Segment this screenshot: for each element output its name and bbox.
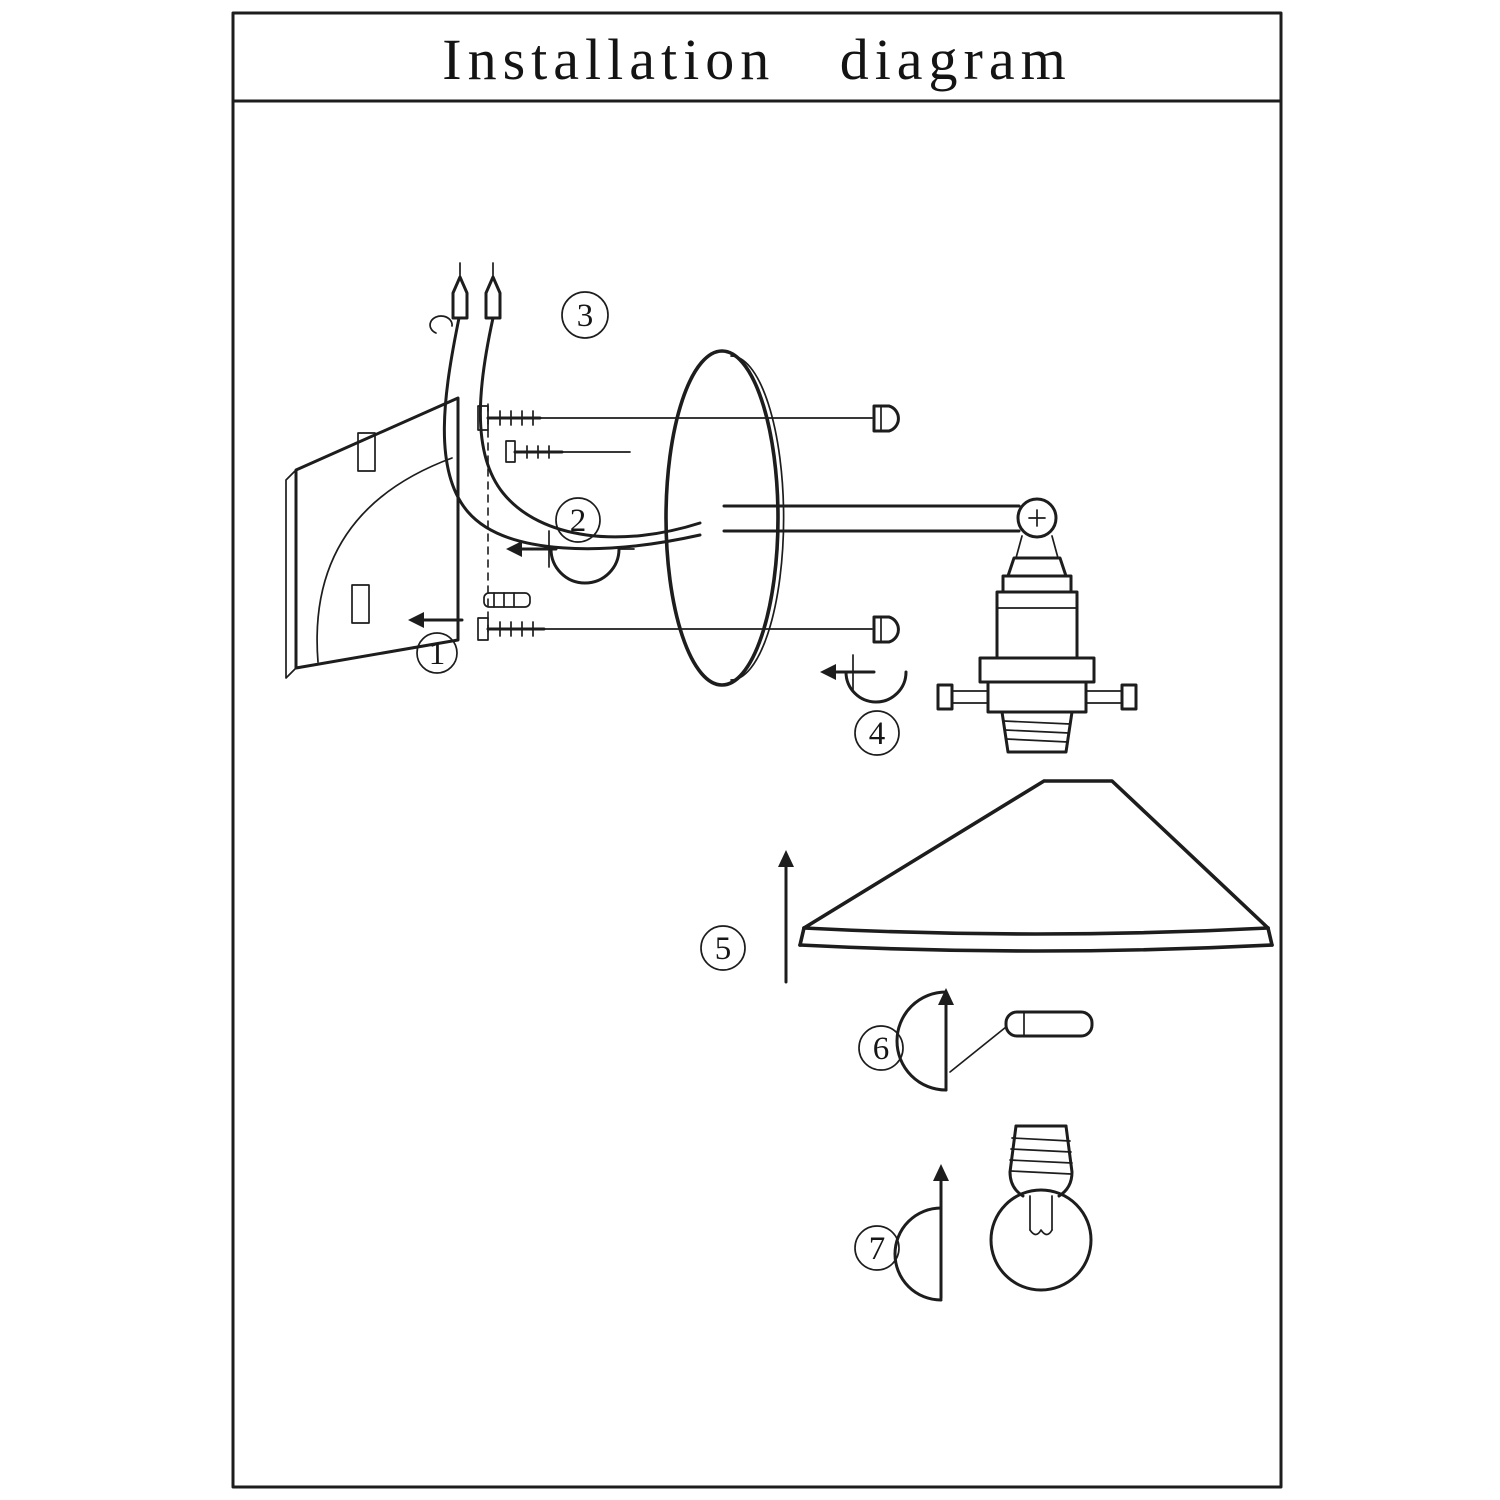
bulb-filament	[1029, 1229, 1053, 1236]
ring-body	[1004, 1010, 1094, 1038]
supply-wires	[429, 262, 702, 551]
shade-cone	[802, 779, 1270, 930]
socket-thread-outline	[1000, 710, 1074, 754]
bulb-thread	[1009, 1159, 1073, 1164]
mounting-screw-top	[477, 405, 873, 431]
plate-wire-channel	[316, 457, 453, 663]
plate-edge	[285, 469, 297, 679]
arrow-head	[933, 1164, 949, 1181]
shade-rim-bottom	[798, 943, 1274, 953]
arrow-head	[408, 612, 424, 628]
rotation-arc	[893, 1206, 943, 1302]
step-2-rotate-glyph	[506, 530, 635, 585]
plate-face	[294, 396, 460, 670]
wire-hook	[429, 315, 453, 334]
wire-left	[442, 316, 702, 551]
step-circle	[854, 710, 900, 756]
socket-cap	[1006, 556, 1068, 578]
lampshade	[798, 779, 1274, 953]
canopy-backplate	[664, 349, 785, 687]
rotation-arc	[895, 990, 948, 1092]
arrow-head	[938, 988, 954, 1005]
wire-connector-right	[484, 275, 502, 320]
mounting-screw-top-second	[505, 440, 631, 463]
cap-nut-body	[872, 404, 900, 433]
step-7-rotate-glyph	[893, 1164, 949, 1302]
bulb-globe	[989, 1188, 1093, 1292]
mounting-screw-bottom	[477, 617, 873, 641]
bulb-thread	[1010, 1170, 1072, 1175]
shade-rim-top	[802, 926, 1270, 936]
step-badge-6: 6	[858, 1025, 904, 1071]
socket-flange	[978, 656, 1096, 684]
step-1-arrow	[408, 612, 464, 628]
socket-knob-left	[936, 683, 954, 711]
plate-keyhole-bottom	[351, 584, 370, 624]
shade-rim-right	[1266, 926, 1274, 947]
shade-ring-part	[1004, 1010, 1094, 1038]
step-badge-5: 5	[700, 925, 746, 971]
step-label-1: 1	[429, 636, 446, 672]
bulb-thread	[1010, 1148, 1072, 1153]
socket-lower-band	[986, 680, 1088, 714]
plate-keyhole-top	[357, 432, 376, 472]
frame-border	[231, 11, 1283, 1489]
step-badge-1: 1	[416, 632, 458, 674]
step-label-4: 4	[869, 716, 886, 752]
socket-knob-right	[1120, 683, 1138, 711]
canopy-face	[664, 349, 780, 687]
step-label-2: 2	[570, 503, 587, 539]
step-badge-4: 4	[854, 710, 900, 756]
part-leader-line	[949, 1026, 1007, 1073]
bulb-thread	[1011, 1137, 1071, 1142]
canopy-thickness	[730, 355, 785, 681]
wire-right	[478, 316, 702, 539]
bulb-base-right	[1057, 1124, 1074, 1198]
arrow-head	[820, 664, 836, 680]
step-circle	[561, 291, 609, 339]
socket-body	[995, 590, 1079, 660]
step-6-rotate-glyph	[895, 988, 1007, 1092]
step-circle	[416, 632, 458, 674]
joint-bracket	[1015, 535, 1059, 559]
cap-nut-top	[872, 404, 900, 433]
step-label-5: 5	[715, 931, 732, 967]
arrow-head	[778, 850, 794, 867]
step-circle	[555, 497, 601, 543]
socket-thread	[1004, 729, 1070, 734]
light-bulb	[989, 1124, 1093, 1292]
wall-mounting-plate	[285, 396, 460, 679]
socket-neck	[1001, 574, 1073, 594]
step-badge-2: 2	[555, 497, 601, 543]
step-circle	[700, 925, 746, 971]
page-title: Installation diagram	[442, 27, 1071, 92]
step-label-7: 7	[869, 1231, 886, 1267]
bulb-filament-leads	[1029, 1195, 1053, 1231]
wire-connector-left	[451, 275, 469, 320]
step-badge-7: 7	[854, 1225, 900, 1271]
step-circle	[858, 1025, 904, 1071]
cap-nut-body	[872, 615, 900, 644]
rotation-arc	[844, 670, 908, 704]
step-circle	[854, 1225, 900, 1271]
anchor-body	[483, 592, 531, 608]
step-label-6: 6	[873, 1031, 890, 1067]
shade-rim-left	[798, 926, 806, 947]
step-label-3: 3	[577, 298, 594, 334]
lamp-arm	[722, 497, 1059, 559]
lamp-socket	[936, 556, 1138, 754]
wall-anchor	[483, 592, 531, 608]
step-badge-3: 3	[561, 291, 609, 339]
step-4-rotate-glyph	[820, 654, 908, 704]
step-5-arrow	[778, 850, 794, 984]
rotation-arc	[549, 547, 621, 585]
socket-thread	[1005, 738, 1069, 743]
step-badges: 1 2 3 4 5 6 7	[416, 291, 904, 1271]
socket-thread	[1003, 720, 1071, 725]
diagram-frame	[231, 11, 1283, 1489]
swivel-joint	[1016, 497, 1058, 539]
cap-nut-bottom	[872, 615, 900, 644]
arrow-head	[506, 541, 522, 557]
